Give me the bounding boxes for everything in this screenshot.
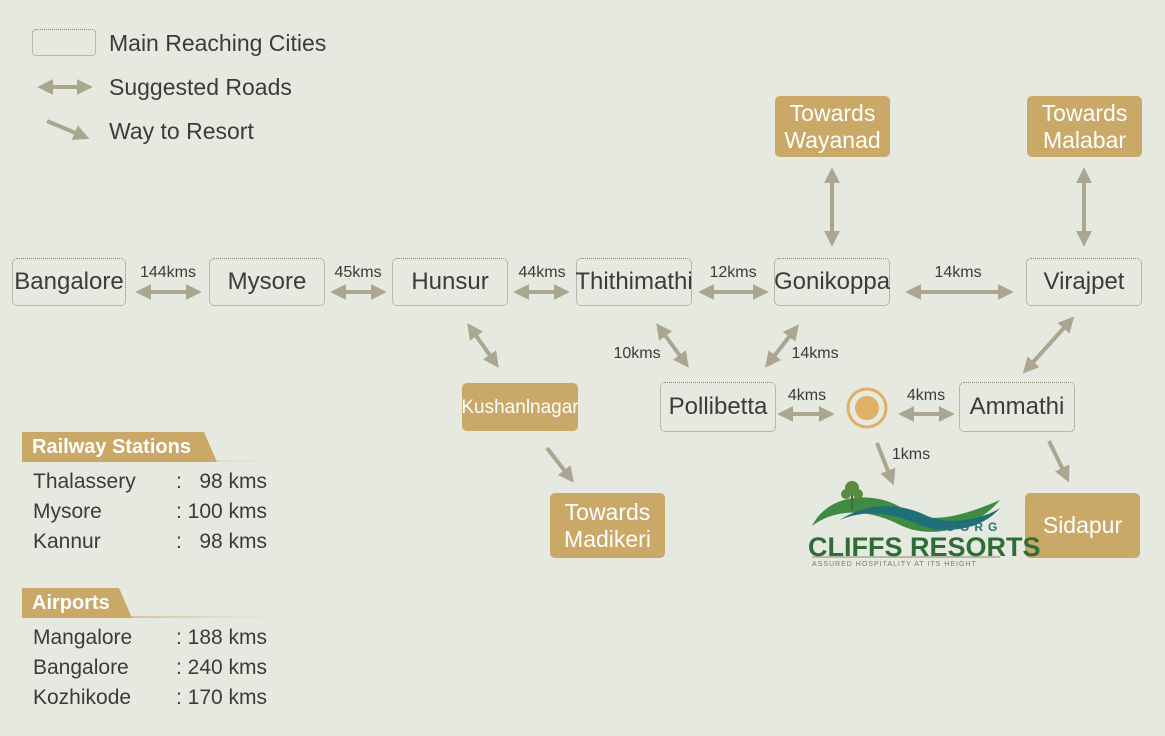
road-thithimathi-pollibetta [656, 323, 689, 368]
airport-distance: : 170 kms [176, 686, 268, 709]
logo-tagline: ASSURED HOSPITALITY AT ITS HEIGHT [812, 561, 977, 568]
road-virajpet-ammathi [1022, 316, 1075, 374]
distance-gonikoppa-pollibetta: 14kms [791, 345, 839, 362]
city-hunsur: Hunsur [392, 258, 508, 306]
way-ammathi-sidapur [1047, 440, 1070, 483]
distance-resort-logo: 1kms [891, 446, 931, 463]
distance-hunsur-thithimathi: 44kms [518, 264, 566, 281]
railway-stations-title: Railway Stations [22, 432, 217, 462]
legend-resort-arrow [46, 119, 90, 141]
road-gonikoppa-pollibetta [765, 324, 799, 368]
distance-resort-ammathi: 4kms [906, 387, 946, 404]
legend-way-to-resort: Way to Resort [109, 118, 254, 144]
dest-kushalnagar: Kushanlnagar [461, 383, 579, 431]
way-resort-logo [875, 442, 896, 486]
airport-name: Mangalore [33, 626, 133, 649]
city-thithimathi: Thithimathi [575, 258, 693, 306]
distance-thithimathi-pollibetta: 10kms [613, 345, 661, 362]
airport-name: Bangalore [33, 656, 129, 679]
railway-name: Thalassery [33, 470, 136, 493]
road-hunsur-kushalnagar [467, 323, 499, 368]
city-gonikoppa: Gonikoppa [774, 258, 890, 306]
distance-pollibetta-resort: 4kms [787, 387, 827, 404]
railway-distance: : 100 kms [176, 500, 268, 523]
city-virajpet: Virajpet [1026, 258, 1142, 306]
city-mysore: Mysore [209, 258, 325, 306]
cliffs-resorts-logo-icon [812, 481, 1000, 532]
distance-thithimathi-gonikoppa: 12kms [709, 264, 757, 281]
airports-title: Airports [22, 588, 132, 618]
resort-marker-icon [846, 387, 888, 429]
city-ammathi: Ammathi [959, 382, 1075, 432]
railway-divider [22, 460, 272, 462]
legend-main-cities: Main Reaching Cities [109, 30, 327, 56]
railway-distance: : 98 kms [176, 530, 268, 553]
dest-madikeri: Towards Madikeri [550, 493, 665, 558]
dest-sidapur: Sidapur [1025, 493, 1140, 558]
railway-name: Mysore [33, 500, 102, 523]
airport-distance: : 240 kms [176, 656, 268, 679]
railway-name: Kannur [33, 530, 101, 553]
way-kushalnagar-madikeri [545, 446, 574, 483]
dest-malabar: Towards Malabar [1027, 96, 1142, 157]
city-pollibetta: Pollibetta [660, 382, 776, 432]
city-bangalore: Bangalore [12, 258, 126, 306]
distance-mysore-hunsur: 45kms [334, 264, 382, 281]
airport-name: Kozhikode [33, 686, 132, 709]
distance-gonikoppa-virajpet: 14kms [934, 264, 982, 281]
logo-name-text: CLIFFS RESORTS [808, 532, 1041, 562]
logo-coorg-text: COORG [932, 520, 1003, 534]
legend-suggested-roads: Suggested Roads [109, 74, 292, 100]
railway-distance: : 98 kms [176, 470, 268, 493]
airport-distance: : 188 kms [176, 626, 268, 649]
airports-divider [22, 616, 272, 618]
legend-dotted-box [32, 29, 96, 56]
distance-bangalore-mysore: 144kms [139, 264, 197, 281]
dest-wayanad: Towards Wayanad [775, 96, 890, 157]
